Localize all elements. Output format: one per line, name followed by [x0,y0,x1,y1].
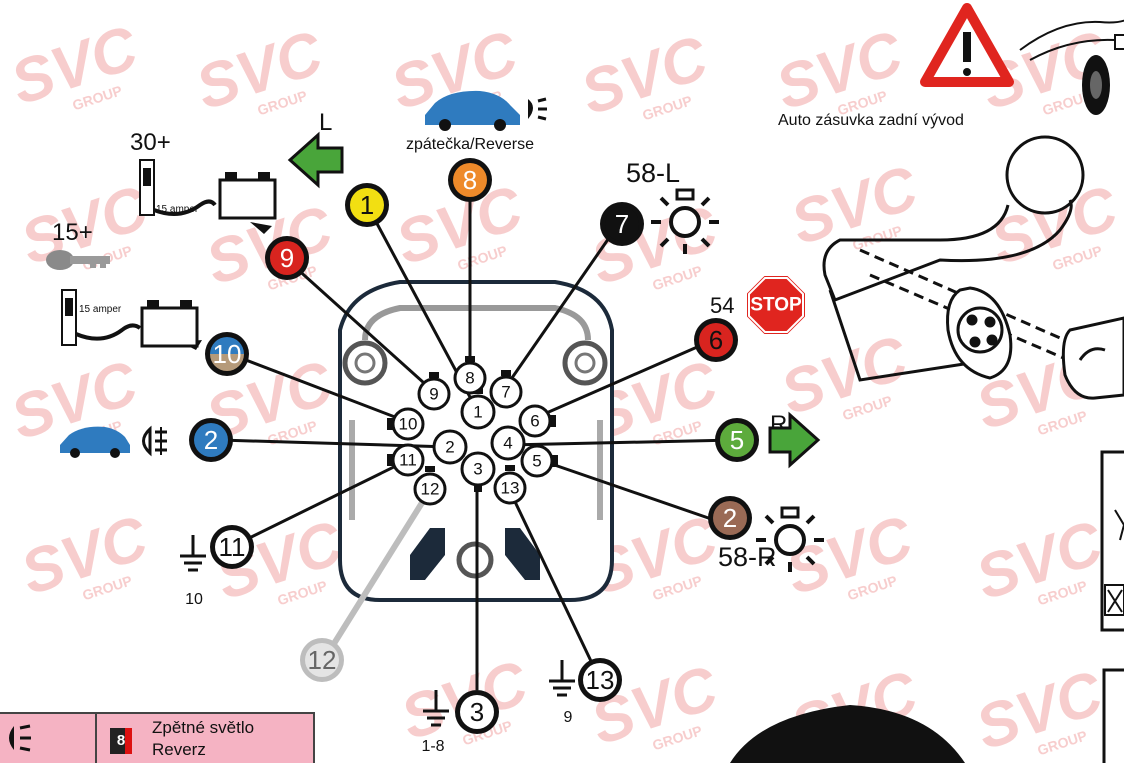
svg-text:10: 10 [213,339,242,369]
svg-text:7: 7 [501,383,510,402]
ignition-power-label: 15+ [52,219,93,246]
lamp-right-icon [756,506,824,572]
wire-12 [327,488,433,652]
callout-12: 12 [300,638,344,682]
legend-cell [0,714,97,763]
socket-pin-1: 1 [460,388,496,430]
svg-text:STOP: STOP [750,295,802,316]
side-panel [1100,450,1124,763]
svg-text:7: 7 [615,209,629,239]
stop-sign-icon: STOP [745,274,807,336]
callout-8: 8 [448,158,492,202]
svg-text:12: 12 [421,480,440,499]
battery-icon: 15 amper [61,289,199,348]
left-label: L [319,109,332,136]
svg-text:11: 11 [399,451,417,470]
callout-6: 6 [694,318,738,362]
brake-label: 54 [710,293,734,318]
legend-line-1: Zpětné světlo [152,718,255,737]
callout-13: 13 [578,658,622,702]
svg-text:9: 9 [429,385,438,404]
svg-text:5: 5 [730,425,744,455]
svg-text:6: 6 [709,325,723,355]
ground-11-label: 10 [185,591,203,608]
arrow-left-icon [287,131,344,189]
svg-text:1: 1 [360,190,374,220]
socket-pin-13: 13 [493,465,527,505]
ground-3-label: 1-8 [421,738,444,755]
svg-text:4: 4 [503,434,512,453]
svg-text:1: 1 [473,403,482,422]
socket-pin-8: 8 [453,356,487,395]
socket-pin-5: 5 [520,444,558,478]
svg-text:9: 9 [280,243,294,273]
socket-pin-4: 4 [490,425,526,461]
svg-text:8: 8 [465,369,474,388]
socket-pin-12: 12 [413,466,447,506]
car-fog-icon [60,425,167,458]
socket-pins: 1 2 3 4 5 6 7 8 9 10 11 12 13 [387,356,558,506]
socket-pin-11: 11 [387,443,425,477]
ground-13-label: 9 [564,709,573,726]
arrow-right-icon [768,411,821,469]
tail-left-label: 58-L [626,158,680,188]
socket-pin-7: 7 [489,370,523,409]
callout-10: 10 [205,332,249,376]
reverse-light-icon [9,724,31,752]
callout-58r: 2 [708,496,752,540]
svg-text:3: 3 [470,697,484,727]
callout-5: 5 [715,418,759,462]
svg-text:12: 12 [308,645,337,675]
svg-text:6: 6 [530,412,539,431]
callout-9: 9 [265,236,309,280]
battery-icon: 15 amper [139,159,277,220]
svg-text:13: 13 [586,665,615,695]
svg-text:15 amper: 15 amper [156,204,199,215]
svg-text:2: 2 [204,425,218,455]
socket-pin-10: 10 [387,407,425,441]
socket-pin-2: 2 [432,429,468,465]
svg-text:15 amper: 15 amper [79,304,122,315]
callout-11: 11 [210,525,254,569]
svg-text:11: 11 [219,532,246,562]
page-title: Auto zásuvka zadní vývod [778,112,964,129]
svg-text:2: 2 [723,503,737,533]
ground-icon [423,690,449,727]
dark-shape [730,705,965,763]
svg-text:3: 3 [473,460,482,479]
car-reverse-icon [425,90,547,131]
svg-text:13: 13 [501,479,520,498]
key-icon [46,250,110,270]
warning-icon [920,3,1014,87]
socket-pin-9: 9 [417,372,451,411]
callout-7: 7 [600,202,644,246]
reverse-label: zpátečka/Reverse [406,136,534,153]
socket-key-symbol [410,528,540,580]
ground-icon [549,660,575,697]
legend-line-2: Reverz [152,740,206,759]
callout-1: 1 [345,183,389,227]
socket-pin-6: 6 [518,404,556,438]
callout-2: 2 [189,418,233,462]
permanent-power-label: 30+ [130,129,171,156]
legend-text: Zpětné světlo Reverz [152,717,254,761]
svg-text:10: 10 [399,415,418,434]
tail-right-label: 58-R [718,542,777,572]
legend-pin-badge: 8 [110,728,132,754]
svg-text:8: 8 [463,165,477,195]
lamp-left-icon [651,188,719,254]
svg-text:2: 2 [445,438,454,457]
tow-bar-icon [822,135,1124,400]
ground-icon [180,535,206,572]
legend-row: 8 Zpětné světlo Reverz [0,712,315,763]
svg-text:5: 5 [532,452,541,471]
car-rear-icon [1019,19,1124,115]
socket-pin-3: 3 [460,451,496,492]
callout-3: 3 [455,690,499,734]
